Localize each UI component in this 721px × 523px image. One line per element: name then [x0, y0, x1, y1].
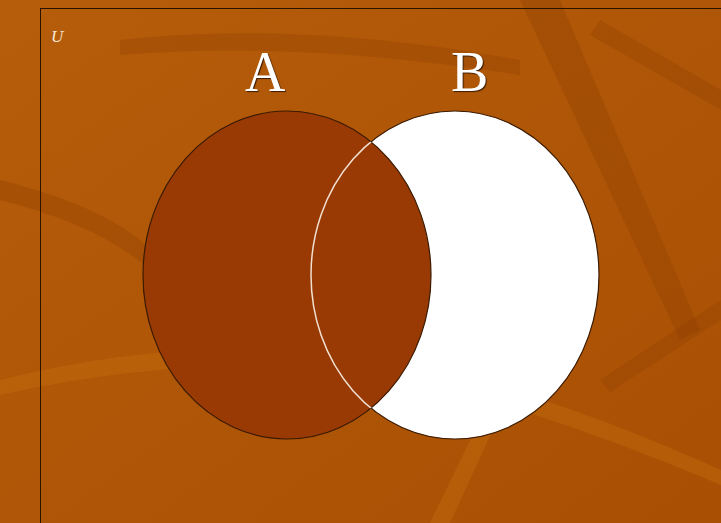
set-label: B [451, 44, 488, 100]
set-circle [142, 110, 432, 440]
universe-label: U [51, 27, 63, 47]
set-label: A [245, 44, 285, 100]
set-region: A [142, 110, 432, 440]
universe-box: UAB [40, 8, 721, 523]
